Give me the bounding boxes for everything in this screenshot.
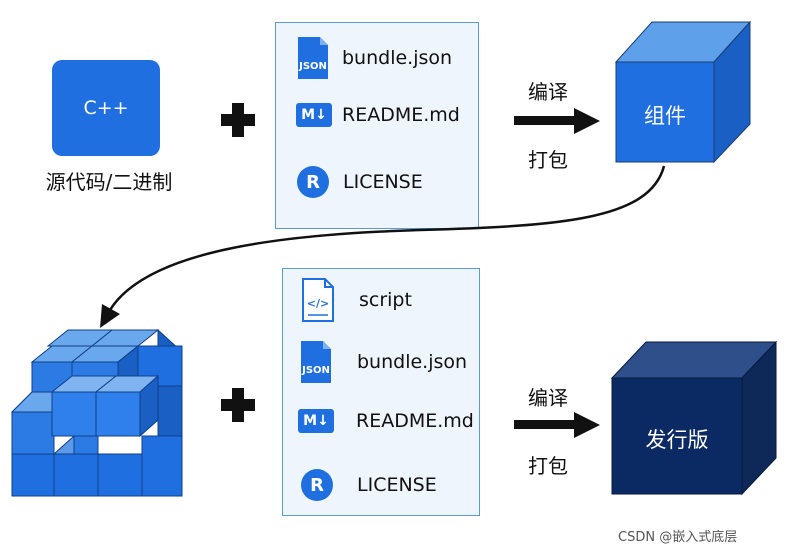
file-row-readme: M↓ README.md [298,409,474,433]
license-r-icon: R [301,469,333,501]
release-label: 发行版 [645,428,709,452]
markdown-icon: M↓ [298,409,334,433]
file-row-license: R LICENSE [297,166,423,198]
json-icon-text: JSON [298,61,327,72]
json-file-icon: JSON [298,37,328,79]
file-label: LICENSE [343,171,423,193]
file-label: script [359,289,412,311]
right-arrow-icon [514,412,600,438]
script-code-icon: </> [302,278,334,322]
markdown-icon: M↓ [296,103,332,127]
package-label: 打包 [528,148,568,172]
script-icon-text: </> [307,297,329,310]
file-row-license: R LICENSE [301,469,437,501]
file-label: bundle.json [342,47,453,69]
file-row-bundle-json: JSON bundle.json [299,339,467,385]
file-row-bundle-json: JSON bundle.json [296,35,452,81]
cpp-label: C++ [83,97,129,119]
file-row-script: </> script [301,277,412,323]
source-caption: 源代码/二进制 [45,170,173,194]
component-cube [614,20,752,164]
file-row-readme: M↓ README.md [296,103,460,127]
file-label: README.md [356,410,474,432]
curved-arrow-icon [100,165,666,328]
plus-icon [221,388,255,422]
json-icon-text: JSON [301,365,330,376]
bottom-file-panel: </> script JSON bundle.json M↓ README.md… [282,268,480,516]
component-blocks-icon [10,328,183,497]
file-label: LICENSE [357,474,437,496]
compile-label: 编译 [528,386,568,410]
right-arrow-icon [514,108,600,134]
package-label: 打包 [528,454,568,478]
top-file-panel: JSON bundle.json M↓ README.md R LICENSE [275,22,479,229]
plus-icon [221,103,255,137]
compile-label: 编译 [528,80,568,104]
component-label: 组件 [644,104,686,128]
license-r-icon: R [297,166,329,198]
release-cube [610,340,778,496]
source-code-box: C++ [52,60,160,156]
file-label: README.md [342,104,460,126]
json-file-icon: JSON [301,341,331,383]
file-label: bundle.json [357,351,468,373]
watermark-text: CSDN @嵌入式底层 [618,530,738,545]
